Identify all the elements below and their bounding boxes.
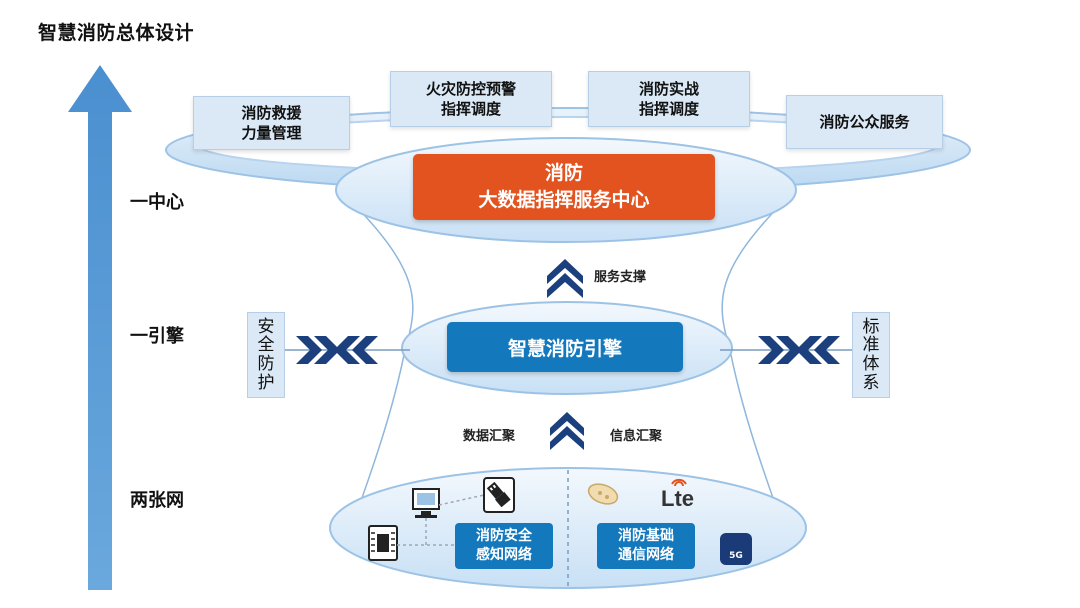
vertical-arrow bbox=[68, 65, 132, 590]
service-box-rescue-force: 消防救援 力量管理 bbox=[193, 96, 350, 150]
left-side-chevrons bbox=[296, 336, 378, 364]
communication-network-label: 消防基础 通信网络 bbox=[618, 528, 674, 563]
network-dashed-links bbox=[397, 494, 485, 546]
lte-signal-icon bbox=[671, 478, 687, 487]
sensing-network-label: 消防安全 感知网络 bbox=[476, 528, 532, 563]
standards-system-label: 标准体系 bbox=[862, 316, 880, 393]
up-chevrons-bottom bbox=[550, 412, 584, 450]
security-protection-label: 安全防护 bbox=[257, 316, 275, 393]
service-label: 消防公众服务 bbox=[819, 112, 910, 131]
sensing-network-box: 消防安全 感知网络 bbox=[455, 523, 553, 569]
service-label: 消防救援 力量管理 bbox=[241, 103, 302, 142]
service-box-public-service: 消防公众服务 bbox=[786, 95, 943, 149]
chip-icon bbox=[368, 525, 398, 561]
center-box-label: 消防 大数据指挥服务中心 bbox=[478, 162, 650, 211]
service-box-fire-prevention: 火灾防控预警 指挥调度 bbox=[390, 71, 552, 127]
fiveg-badge: 5G bbox=[720, 533, 752, 565]
service-support-label: 服务支撑 bbox=[594, 270, 647, 285]
page-title: 智慧消防总体设计 bbox=[38, 22, 195, 44]
right-side-chevrons bbox=[758, 336, 840, 364]
level-label-networks: 两张网 bbox=[130, 490, 184, 511]
big-data-center-box: 消防 大数据指挥服务中心 bbox=[413, 154, 715, 220]
level-label-center: 一中心 bbox=[130, 192, 184, 213]
security-protection-box: 安全防护 bbox=[247, 312, 285, 398]
computer-icon bbox=[412, 488, 440, 518]
service-label: 火灾防控预警 指挥调度 bbox=[425, 79, 516, 118]
smart-engine-box: 智慧消防引擎 bbox=[447, 322, 683, 372]
service-box-combat-dispatch: 消防实战 指挥调度 bbox=[588, 71, 750, 127]
satellite-dish-icon bbox=[587, 483, 619, 505]
standards-system-box: 标准体系 bbox=[852, 312, 890, 398]
fiveg-label: 5G bbox=[729, 551, 743, 561]
lte-label: Lte bbox=[661, 486, 694, 511]
up-chevrons-top bbox=[547, 259, 583, 298]
service-label: 消防实战 指挥调度 bbox=[638, 79, 699, 118]
data-aggregation-label: 数据汇聚 bbox=[463, 429, 516, 444]
usb-icon bbox=[483, 477, 515, 513]
communication-network-box: 消防基础 通信网络 bbox=[597, 523, 695, 569]
level-label-engine: 一引擎 bbox=[130, 326, 184, 347]
info-aggregation-label: 信息汇聚 bbox=[610, 429, 663, 444]
